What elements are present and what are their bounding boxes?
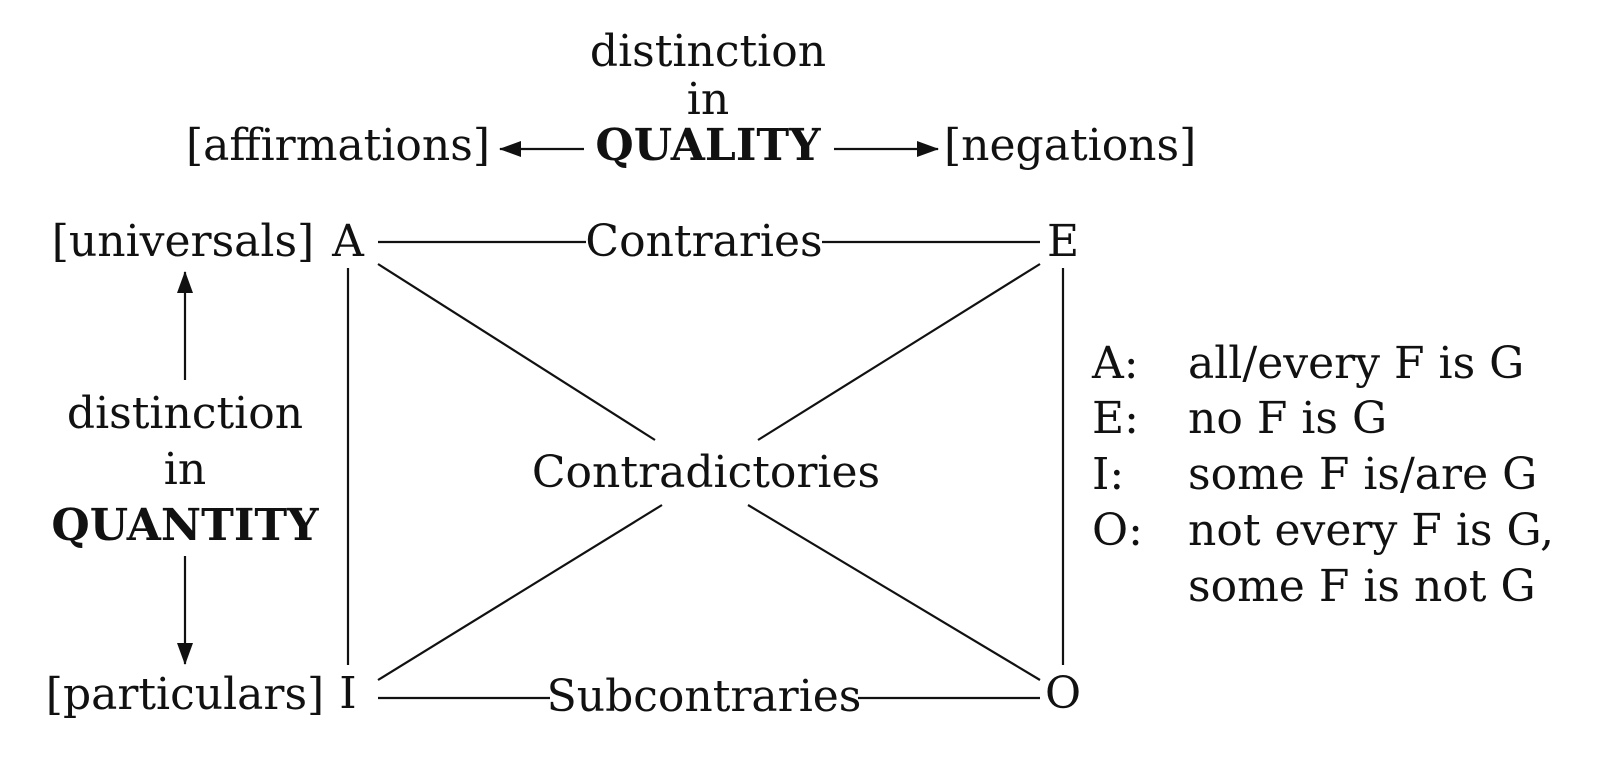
quantity-in-label: in [164, 444, 206, 495]
quality-in-label: in [687, 74, 729, 125]
particulars-label: [particulars] [46, 669, 324, 720]
contraries-label: Contraries [585, 216, 822, 267]
legend-text: some F is/are G [1188, 449, 1537, 500]
affirmations-label: [affirmations] [186, 120, 490, 171]
legend-key: I: [1092, 449, 1124, 500]
corner-e: E [1047, 216, 1079, 267]
quality-keyword: QUALITY [595, 120, 821, 171]
subcontraries-label: Subcontraries [547, 671, 862, 722]
universals-label: [universals] [52, 216, 314, 267]
legend-text: not every F is G, [1188, 505, 1554, 556]
quantity-distinction-label: distinction [67, 388, 303, 439]
legend-text: all/every F is G [1188, 338, 1524, 389]
legend: A: all/every F is G E: no F is G I: some… [1091, 338, 1554, 612]
corner-o: O [1045, 668, 1081, 719]
quantity-keyword: QUANTITY [51, 500, 319, 551]
corner-a: A [331, 216, 365, 267]
negations-label: [negations] [944, 120, 1196, 171]
legend-key: A: [1091, 338, 1139, 389]
legend-text: no F is G [1188, 393, 1387, 444]
legend-key: O: [1092, 505, 1143, 556]
diagonal-e-upper [757, 263, 1041, 441]
quality-distinction-label: distinction [590, 26, 826, 77]
legend-key: E: [1092, 393, 1139, 444]
contradictories-label: Contradictories [532, 447, 880, 498]
legend-text: some F is not G [1188, 561, 1536, 612]
diagonal-o-lower [747, 504, 1041, 681]
diagonal-i-lower [377, 504, 663, 681]
corner-i: I [339, 668, 356, 719]
diagonal-a-upper [377, 263, 656, 441]
